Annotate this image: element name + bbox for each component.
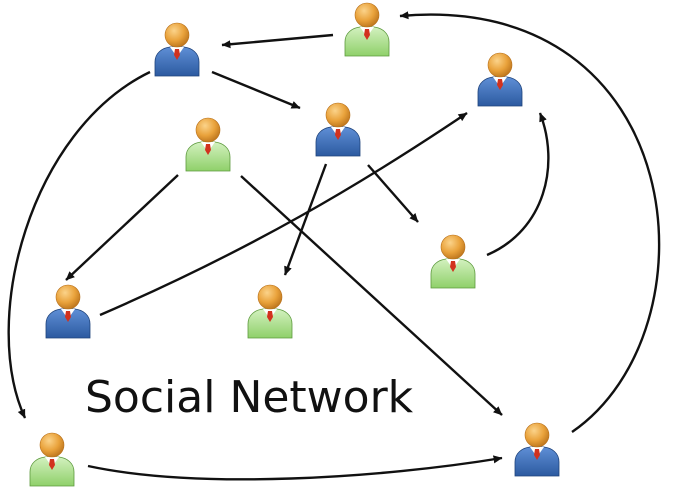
person-tie: [335, 129, 341, 140]
edge-arrow-n1-n9: [7, 70, 151, 419]
edge-arrow-n4-n7: [65, 174, 179, 281]
person-tie: [174, 49, 180, 60]
person-tie: [497, 79, 503, 90]
person-icon-green-n6: [430, 234, 476, 289]
person-icon-green-n8: [247, 284, 293, 339]
person-icon-green-n2: [344, 2, 390, 57]
person-icon-green-n4: [185, 117, 231, 172]
edge-arrow-n1-n5: [211, 70, 301, 110]
edge-arrow-n2-n1: [221, 33, 334, 49]
person-head: [354, 2, 380, 28]
person-head: [440, 234, 466, 260]
person-head: [487, 52, 513, 78]
person-head: [257, 284, 283, 310]
diagram-caption: Social Network: [85, 372, 414, 423]
edge-arrow-n10-n2: [399, 11, 661, 433]
edge-arrow-n7-n3: [99, 112, 468, 317]
person-tie: [205, 144, 211, 155]
edge-arrow-n5-n8: [283, 163, 328, 276]
person-tie: [267, 311, 273, 322]
nodes-layer: [29, 2, 560, 487]
person-icon-blue-n3: [477, 52, 523, 107]
edge-arrow-n4-n10: [240, 175, 503, 416]
edges-layer: [7, 11, 661, 481]
person-tie: [49, 459, 55, 470]
person-tie: [364, 29, 370, 40]
person-icon-blue-n7: [45, 284, 91, 339]
person-head: [524, 422, 550, 448]
person-icon-green-n9: [29, 432, 75, 487]
person-head: [55, 284, 81, 310]
edge-arrow-n6-n3: [486, 112, 550, 257]
person-head: [195, 117, 221, 143]
person-head: [164, 22, 190, 48]
person-tie: [450, 261, 456, 272]
person-tie: [65, 311, 71, 322]
edge-arrow-n9-n10: [87, 455, 503, 481]
person-icon-blue-n5: [315, 102, 361, 157]
person-tie: [534, 449, 540, 460]
person-head: [39, 432, 65, 458]
person-icon-blue-n1: [154, 22, 200, 77]
person-head: [325, 102, 351, 128]
person-icon-blue-n10: [514, 422, 560, 477]
edge-arrow-n5-n6: [367, 164, 419, 223]
